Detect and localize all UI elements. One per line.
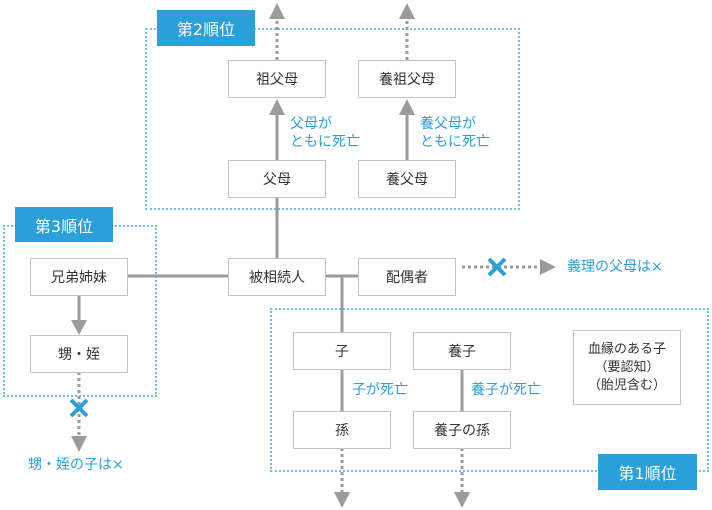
- nephew-children-excluded-note: 甥・姪の子は×: [28, 457, 124, 473]
- adoptive-parents-node: 養父母: [358, 160, 456, 198]
- nephews-nieces-node: 甥・姪: [30, 335, 128, 373]
- parents-deceased-line-2: ともに死亡: [290, 134, 360, 150]
- parents-node: 父母: [228, 160, 326, 198]
- parents-to-grandparents-arrowhead: [269, 99, 285, 115]
- grandchild-downward-arrowhead: [334, 492, 350, 508]
- child-node: 子: [293, 332, 391, 370]
- cross-stroke-b: [487, 257, 507, 277]
- spouse-node: 配偶者: [358, 258, 456, 296]
- grandparents-upward-arrowhead: [269, 3, 285, 19]
- blood-child-line-3: （胎児含む）: [587, 377, 666, 393]
- adoptive-parents-to-adoptive-grandparents-arrowhead: [399, 99, 415, 115]
- adopted-child-node: 養子: [413, 332, 511, 370]
- adoptive-parents-deceased-line-1: 養父母が: [420, 116, 476, 132]
- rank3-label: 第3順位: [15, 207, 113, 242]
- adoptive-grandparents-node: 養祖父母: [358, 60, 456, 98]
- blood-child-line-2: （要認知）: [594, 359, 660, 375]
- siblings-node: 兄弟姉妹: [30, 258, 128, 296]
- spouse-rightward-arrowhead: [540, 259, 556, 275]
- rank2-region: [145, 28, 520, 210]
- rank1-region: [270, 308, 709, 472]
- adoptive-parents-deceased-note: 養父母が ともに死亡: [420, 115, 490, 151]
- adopted-grandchild-downward-arrowhead: [454, 492, 470, 508]
- blood-child-node: 血縁のある子 （要認知） （胎児含む）: [573, 330, 681, 405]
- in-law-parents-excluded-note: 義理の父母は×: [567, 259, 663, 275]
- grandparents-node: 祖父母: [228, 60, 326, 98]
- cross-stroke-b: [69, 398, 89, 418]
- child-deceased-note: 子が死亡: [352, 382, 408, 398]
- blood-child-line-1: 血縁のある子: [587, 341, 666, 357]
- grandchild-node: 孫: [293, 411, 391, 449]
- siblings-to-nephews-arrowhead: [71, 320, 87, 335]
- adopted-child-deceased-note: 養子が死亡: [471, 382, 541, 398]
- adoptive-grandparents-upward-arrowhead: [399, 3, 415, 19]
- rank1-label: 第1順位: [598, 454, 697, 490]
- in-law-parents-cross-icon: [487, 257, 507, 277]
- nephews-children-cross-icon: [69, 398, 89, 418]
- adopted-grandchild-node: 養子の孫: [413, 411, 511, 449]
- adoptive-parents-deceased-line-2: ともに死亡: [420, 134, 490, 150]
- parents-deceased-line-1: 父母が: [290, 116, 332, 132]
- decedent-node: 被相続人: [228, 258, 326, 296]
- rank2-label: 第2順位: [157, 10, 255, 46]
- nephews-downward-arrowhead: [71, 436, 87, 452]
- parents-deceased-note: 父母が ともに死亡: [290, 115, 360, 151]
